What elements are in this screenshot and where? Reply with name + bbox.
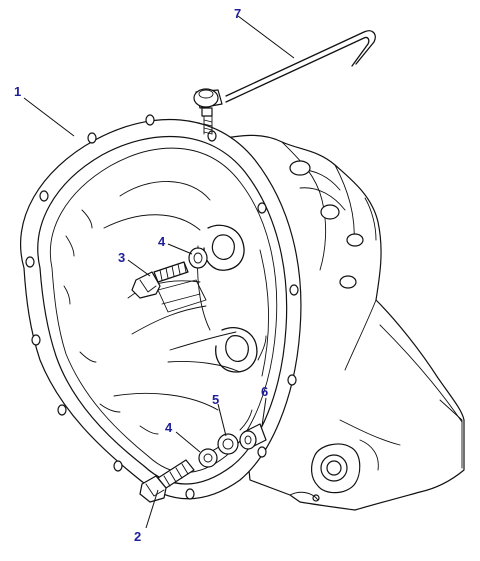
flange-bolt-holes bbox=[25, 114, 299, 500]
callout-2: 2 bbox=[134, 529, 141, 544]
bell-housing bbox=[20, 114, 302, 500]
callout-4-upper: 4 bbox=[158, 234, 166, 249]
dowel-sleeve bbox=[239, 423, 267, 450]
upper-bolt bbox=[131, 261, 189, 299]
lower-washer bbox=[198, 448, 218, 468]
callouts: 1 2 3 4 4 5 6 7 bbox=[14, 6, 268, 544]
breather-pipe bbox=[193, 30, 376, 135]
upper-washer bbox=[188, 247, 208, 269]
callout-6: 6 bbox=[261, 384, 268, 399]
leader-lines bbox=[23, 15, 295, 529]
ring-washer bbox=[217, 433, 239, 455]
callout-5: 5 bbox=[212, 392, 219, 407]
callout-1: 1 bbox=[14, 84, 21, 99]
lower-bolt bbox=[139, 459, 195, 503]
bell-interior bbox=[103, 181, 269, 411]
callout-7: 7 bbox=[234, 6, 241, 21]
callout-3: 3 bbox=[118, 250, 125, 265]
callout-4-lower: 4 bbox=[165, 420, 173, 435]
